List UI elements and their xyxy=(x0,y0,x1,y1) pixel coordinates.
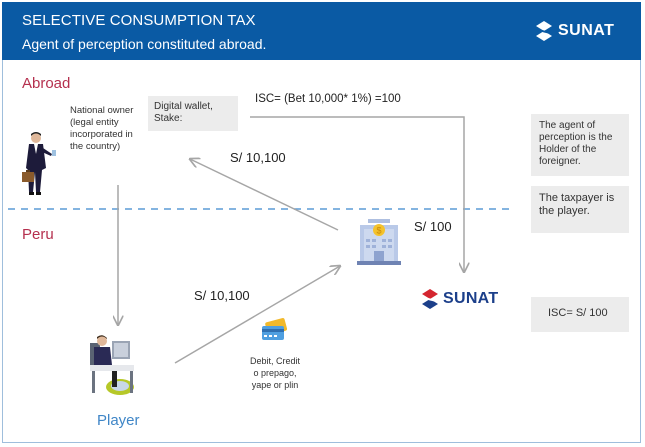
note-line: Holder of the xyxy=(539,144,597,155)
player-to-bank-arrow xyxy=(174,266,340,364)
player-label: Player xyxy=(97,412,140,429)
note-line: foreigner. xyxy=(539,156,581,167)
businessman-icon xyxy=(22,132,56,195)
sunat-node-text: SUNAT xyxy=(443,290,499,307)
player-to-bank-amount: S/ 10,100 xyxy=(194,288,250,303)
national-owner-line: incorporated in xyxy=(70,129,133,140)
note-line: The taxpayer is xyxy=(539,192,615,204)
sunat-logo-icon xyxy=(422,289,438,309)
region-abroad-label: Abroad xyxy=(22,75,71,92)
wallet-to-sunat-arrow xyxy=(250,116,464,272)
svg-text:$: $ xyxy=(376,226,381,236)
payment-methods-line: o prepago, xyxy=(253,368,297,378)
national-owner-line: (legal entity xyxy=(70,117,119,128)
bank-building-icon: $ xyxy=(357,219,401,265)
bank-to-wallet-arrow xyxy=(190,159,339,231)
sunat-logo-icon xyxy=(536,21,552,41)
digital-wallet-line: Stake: xyxy=(154,113,183,124)
credit-card-icon xyxy=(262,318,288,340)
header-title: SELECTIVE CONSUMPTION TAX xyxy=(22,12,256,29)
header-subtitle: Agent of perception constituted abroad. xyxy=(22,36,267,52)
agent-of-perception-note: The agent of perception is the Holder of… xyxy=(531,114,629,176)
isc-formula: ISC= (Bet 10,000* 1%) =100 xyxy=(255,93,401,105)
digital-wallet-box: Digital wallet, Stake: xyxy=(148,96,238,131)
region-peru-label: Peru xyxy=(22,226,54,243)
note-line: The agent of xyxy=(539,120,596,131)
note-line: perception is the xyxy=(539,132,613,143)
taxpayer-note: The taxpayer is the player. xyxy=(531,186,629,233)
bank-to-sunat-amount: S/ 100 xyxy=(414,219,452,234)
note-line: the player. xyxy=(539,205,590,217)
national-owner-label: National owner (legal entity incorporate… xyxy=(70,105,133,153)
sunat-header-logo: SUNAT xyxy=(534,20,614,42)
isc-amount-note: ISC= S/ 100 xyxy=(531,297,629,332)
header-bar: SELECTIVE CONSUMPTION TAX Agent of perce… xyxy=(2,2,641,60)
sunat-header-logo-text: SUNAT xyxy=(558,22,615,39)
national-owner-line: the country) xyxy=(70,141,121,152)
bank-to-wallet-amount: S/ 10,100 xyxy=(230,150,286,165)
player-at-computer-icon xyxy=(90,335,134,395)
sunat-node: SUNAT xyxy=(420,288,498,310)
payment-methods-label: Debit, Credit o prepago, yape or plin xyxy=(245,355,305,391)
payment-methods-line: Debit, Credit xyxy=(249,356,301,366)
national-owner-line: National owner xyxy=(70,105,134,116)
payment-methods-line: yape or plin xyxy=(251,380,299,390)
digital-wallet-line: Digital wallet, xyxy=(154,101,213,112)
